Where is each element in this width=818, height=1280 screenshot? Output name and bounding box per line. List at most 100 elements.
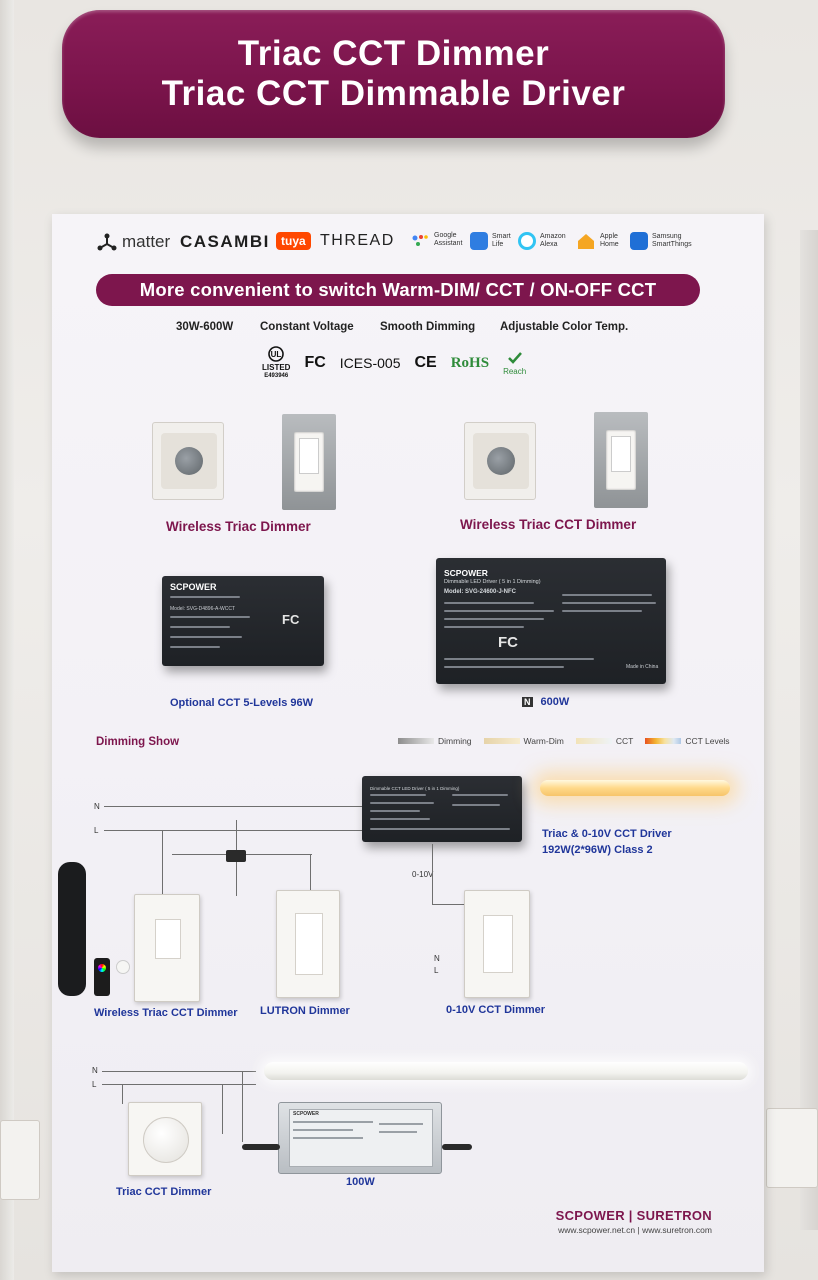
smart-life-icon — [470, 232, 488, 250]
wire-0-10v — [432, 844, 433, 904]
wall-edge-left — [0, 0, 14, 1280]
ul-icon: UL — [268, 346, 285, 362]
casambi-logo: CASAMBI — [180, 232, 270, 251]
matter-logo: matter — [96, 232, 170, 252]
wire-drop-bottom-3 — [242, 1072, 243, 1142]
check-icon — [507, 351, 522, 364]
driver-cable-right — [442, 1144, 472, 1150]
feature-constant-voltage: Constant Voltage — [260, 321, 354, 333]
dimming-legend: Dimming Warm-Dim CCT CCT Levels — [398, 736, 730, 746]
driver-100w-silver: SCPOWER — [278, 1102, 442, 1174]
feature-banner: More convenient to switch Warm-DIM/ CCT … — [96, 274, 700, 306]
wire-connector — [226, 850, 246, 862]
wall-edge-right — [800, 230, 818, 1230]
wire-label-n-3: N — [92, 1066, 98, 1075]
wall-dimmer-wireless-cct — [134, 894, 200, 1002]
dimming-show-title: Dimming Show — [96, 736, 180, 748]
svg-text:UL: UL — [271, 350, 282, 359]
caption-wireless-triac-dimmer: Wireless Triac Dimmer — [166, 519, 311, 534]
caption-triac-driver-line1: Triac & 0-10V CCT Driver — [542, 828, 672, 840]
ce-mark: CE — [414, 354, 437, 371]
legend-swatch-warm-dim — [483, 738, 520, 744]
footer-url: www.scpower.net.cn | www.suretron.com — [558, 1225, 712, 1235]
rotary-dimmer-module-right — [464, 422, 536, 500]
ul-listed-mark: UL LISTED E493946 — [262, 346, 290, 380]
thread-logo: THREAD — [320, 232, 395, 249]
rocker-dimmer-right — [594, 412, 648, 508]
feature-power-range: 30W-600W — [176, 321, 234, 333]
caption-wireless-triac-cct-dimmer: Wireless Triac CCT Dimmer — [460, 517, 637, 532]
dimmer-dial-icon — [143, 1117, 189, 1163]
color-wheel-icon — [98, 964, 106, 972]
driver-cct-96w: SCPOWER Model: SVG-D4896-A-WCCT FC — [162, 576, 324, 666]
wire-label-n: N — [94, 802, 100, 811]
wire-label-l-3: L — [92, 1080, 97, 1089]
wall-remote-holder — [58, 862, 86, 996]
fc-mark: FC — [304, 354, 326, 371]
wire-label-l-2: L — [434, 966, 439, 975]
wire-drop-bottom — [122, 1084, 123, 1104]
wire-label-n-2: N — [434, 954, 440, 963]
certification-row: UL LISTED E493946 FC ICES-005 CE RoHS Re… — [262, 346, 526, 380]
wire-drop-bottom-2 — [222, 1084, 223, 1134]
caption-triac-driver-line2: 192W(2*96W) Class 2 — [542, 844, 653, 856]
wire-label-0-10v: 0-10V — [412, 870, 434, 879]
smartthings-icon — [630, 232, 648, 250]
header-line-1: Triac CCT Dimmer — [237, 34, 550, 73]
reach-mark: Reach — [503, 351, 526, 376]
wire-l — [104, 830, 362, 831]
caption-optional-cct: Optional CCT 5-Levels 96W — [170, 697, 314, 709]
feature-color-temp: Adjustable Color Temp. — [500, 321, 629, 333]
caption-lutron-dimmer: LUTRON Dimmer — [260, 1005, 350, 1017]
wire-drop-1 — [162, 830, 163, 896]
wire-0-10v-h — [432, 904, 464, 905]
ices-mark: ICES-005 — [339, 355, 401, 371]
matter-icon — [97, 233, 117, 251]
legend-swatch-cct-levels — [645, 738, 682, 744]
wire-l-bottom — [102, 1084, 256, 1085]
wire-n — [104, 806, 362, 807]
wall-socket-left — [0, 1120, 40, 1200]
wall-dimmer-triac-cct — [128, 1102, 202, 1176]
dimmer-knob-icon — [487, 447, 515, 475]
driver-triac-0-10v: Dimmable CCT LED Driver ( 5 in 1 Dimming… — [362, 776, 522, 842]
feature-smooth-dimming: Smooth Dimming — [380, 321, 476, 333]
rohs-mark: RoHS — [450, 354, 490, 371]
caption-0-10v-dimmer: 0-10V CCT Dimmer — [446, 1004, 546, 1016]
driver-600w: SCPOWER Dimmable LED Driver ( 5 in 1 Dim… — [436, 558, 666, 684]
led-tube-white — [264, 1062, 748, 1080]
caption-600w: N 600W — [522, 696, 570, 708]
wire-n-bottom — [102, 1071, 256, 1072]
google-dots-icon — [412, 235, 428, 246]
mini-remote — [94, 958, 110, 996]
led-tube-warm — [540, 780, 730, 796]
footer-brand: SCPOWER | SURETRON — [555, 1208, 712, 1223]
rotary-dimmer-module-left — [152, 422, 224, 500]
alexa-icon — [518, 232, 536, 250]
nfc-icon: N — [522, 697, 533, 707]
wall-dimmer-0-10v — [464, 890, 530, 998]
remote-button — [116, 960, 130, 974]
header-sign: Triac CCT Dimmer Triac CCT Dimmable Driv… — [62, 10, 725, 138]
legend-swatch-dimming — [398, 738, 434, 744]
wire-label-l: L — [94, 826, 99, 835]
legend-swatch-cct — [575, 738, 612, 744]
wall-dimmer-lutron — [276, 890, 340, 998]
wire-drop-3 — [310, 854, 311, 894]
rocker-dimmer-left — [282, 414, 336, 510]
header-line-2: Triac CCT Dimmable Driver — [161, 74, 626, 113]
tuya-logo: tuya — [276, 232, 311, 250]
wall-socket-right — [766, 1108, 818, 1188]
caption-triac-cct-dimmer: Triac CCT Dimmer — [116, 1186, 212, 1198]
caption-wireless-triac-cct-dimmer-bottom: Wireless Triac CCT Dimmer — [94, 1007, 238, 1019]
caption-100w: 100W — [346, 1176, 375, 1188]
driver-cable-left — [242, 1144, 280, 1150]
home-icon — [578, 234, 594, 249]
